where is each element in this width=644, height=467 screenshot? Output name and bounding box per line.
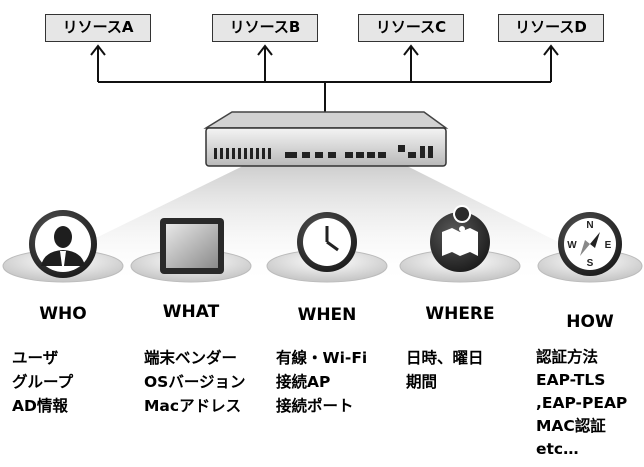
tablet-icon: [160, 218, 224, 274]
resource-box-c: リソースC: [358, 14, 464, 42]
what-description: 端末ベンダー OSバージョン Macアドレス: [144, 346, 246, 418]
svg-text:S: S: [587, 258, 594, 269]
resource-box-a: リソースA: [45, 14, 151, 42]
what-line: 端末ベンダー: [144, 349, 238, 367]
svg-text:N: N: [586, 220, 593, 231]
resource-box-d: リソースD: [498, 14, 604, 42]
when-line: 接続AP: [276, 373, 331, 391]
user-silhouette-icon: [29, 210, 97, 278]
who-line: AD情報: [12, 397, 68, 415]
connector-lines: [90, 44, 559, 115]
where-line: 期間: [406, 373, 438, 391]
how-line: 認証方法: [536, 348, 599, 366]
who-line: グループ: [12, 373, 74, 391]
network-switch: [203, 111, 449, 167]
when-line: 有線・Wi-Fi: [276, 349, 368, 367]
when-description: 有線・Wi-Fi 接続AP 接続ポート: [276, 346, 367, 418]
category-where-label: WHERE: [425, 304, 495, 324]
clock-icon: [297, 212, 357, 272]
category-who-label: WHO: [39, 304, 87, 324]
who-description: ユーザ グループ AD情報: [12, 346, 73, 418]
when-line: 接続ポート: [276, 397, 354, 415]
category-when-label: WHEN: [297, 305, 357, 325]
where-description: 日時、曜日 期間: [406, 346, 484, 394]
what-line: Macアドレス: [144, 397, 242, 415]
svg-text:W: W: [567, 240, 577, 251]
category-what-label: WHAT: [162, 302, 220, 322]
map-pin-icon: [430, 205, 490, 272]
compass-icon: N E S W: [558, 212, 622, 276]
what-line: OSバージョン: [144, 373, 246, 391]
how-description: 認証方法 EAP-TLS ,EAP-PEAP MAC認証 etc…: [536, 346, 627, 461]
svg-text:E: E: [605, 240, 612, 251]
resource-box-b: リソースB: [212, 14, 318, 42]
category-how-label: HOW: [566, 312, 614, 332]
where-line: 日時、曜日: [406, 349, 484, 367]
how-line: etc…: [536, 440, 579, 458]
how-line: EAP-TLS: [536, 371, 606, 389]
who-line: ユーザ: [12, 349, 59, 367]
how-line: ,EAP-PEAP: [536, 394, 628, 412]
how-line: MAC認証: [536, 417, 606, 435]
